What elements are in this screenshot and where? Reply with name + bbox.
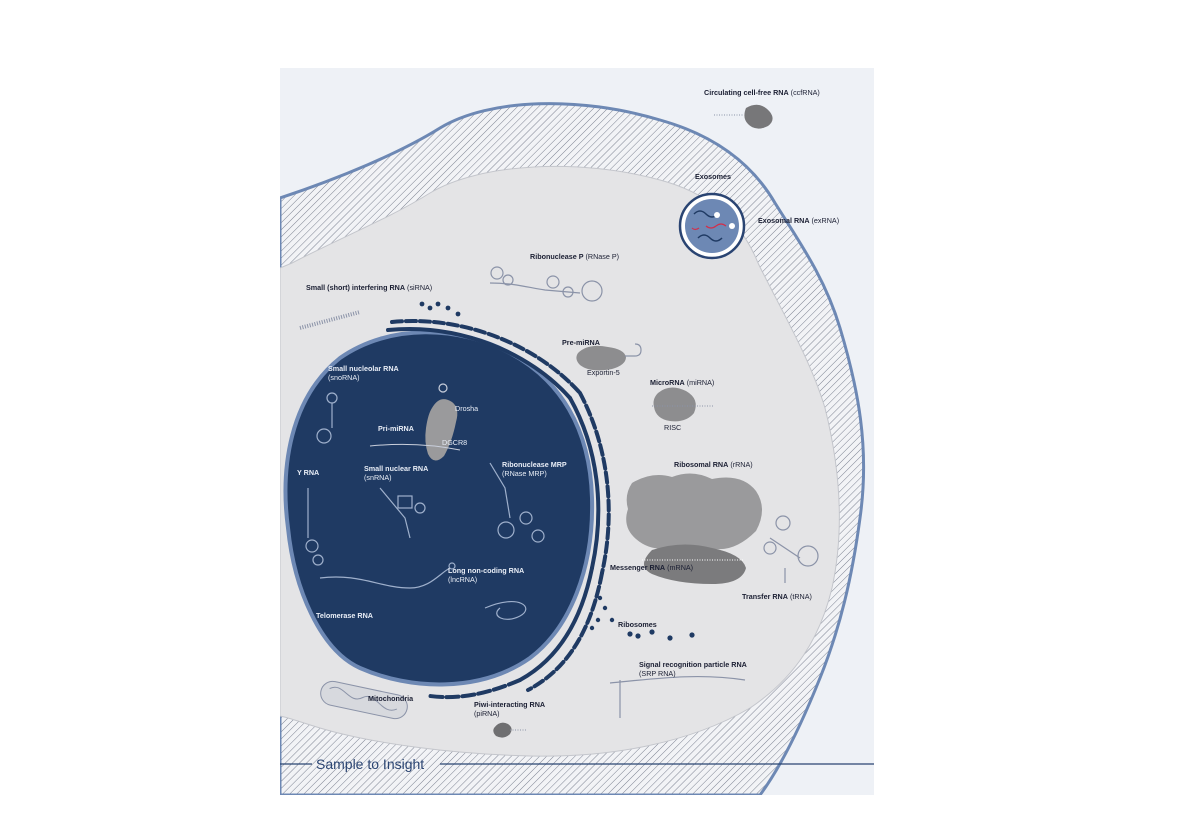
label-mirna: MicroRNA (miRNA) [650, 378, 715, 387]
ccfrna-protein [744, 104, 773, 129]
label-rnasemrp: Ribonuclease MRP(RNase MRP) [502, 460, 567, 478]
label-mito: Mitochondria [368, 694, 414, 703]
label-pirna: Piwi-interacting RNA(piRNA) [474, 700, 546, 718]
endoplasmic-reticulum [386, 319, 611, 700]
label-snorna: Small nucleolar RNA(snoRNA) [328, 364, 399, 382]
label-exosomes: Exosomes [695, 172, 731, 181]
label-trna: Transfer RNA (tRNA) [742, 592, 812, 601]
label-dgcr8: DGCR8 [442, 438, 468, 447]
label-rnasep: Ribonuclease P (RNase P) [530, 252, 620, 261]
label-exportin: Exportin-5 [587, 368, 620, 377]
drosha-protein [425, 399, 458, 461]
cell-diagram [280, 68, 874, 795]
srp-rna-structure [609, 675, 746, 684]
label-sirna: Small (short) interfering RNA (siRNA) [306, 283, 433, 292]
label-rrna: Ribosomal RNA (rRNA) [674, 460, 753, 469]
label-snrna: Small nuclear RNA(snRNA) [364, 464, 429, 482]
label-yrna: Y RNA [297, 468, 320, 477]
label-drosha: Drosha [455, 404, 479, 413]
footer-brand: Sample to Insight [316, 756, 425, 772]
trna-structure [763, 515, 819, 583]
risc-protein [653, 387, 696, 422]
rna-types-cell-illustration: Circulating cell-free RNA (ccfRNA) Exoso… [280, 68, 874, 795]
label-mrna: Messenger RNA (mRNA) [610, 563, 694, 572]
rnasep-structure [489, 266, 603, 302]
mrna-protein [644, 544, 746, 584]
exportin-protein [576, 345, 626, 371]
label-ccfrna: Circulating cell-free RNA (ccfRNA) [704, 88, 820, 97]
nucleus [283, 330, 595, 687]
label-ribosomes: Ribosomes [618, 620, 657, 629]
label-exrna: Exosomal RNA (exRNA) [758, 216, 840, 225]
label-telomerase: Telomerase RNA [316, 611, 373, 620]
label-risc: RISC [664, 423, 682, 432]
label-primirna: Pri-miRNA [378, 424, 414, 433]
ribosome-dots [419, 301, 695, 641]
label-srprna: Signal recognition particle RNA(SRP RNA) [639, 660, 747, 678]
nuclear-rna-structures [305, 392, 545, 620]
label-premirna: Pre-miRNA [562, 338, 600, 347]
rrna-protein [626, 473, 762, 554]
label-lncrna: Long non-coding RNA(lncRNA) [448, 566, 525, 584]
pirna-protein [493, 722, 512, 738]
